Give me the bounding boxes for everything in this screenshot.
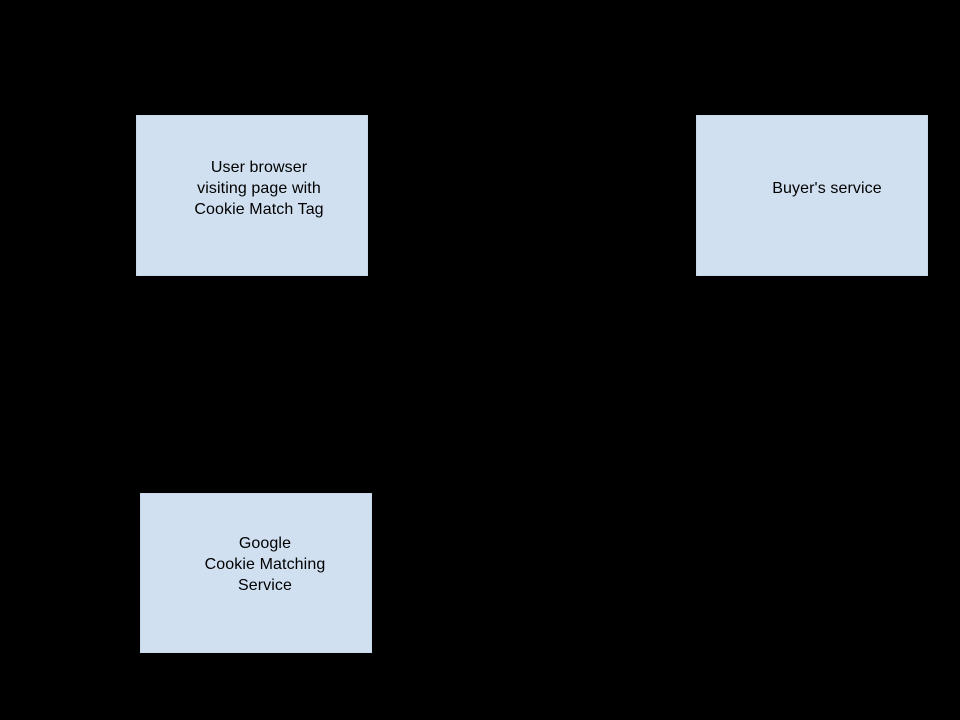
diagram-node-buyers-service[interactable]: Buyer's service xyxy=(696,115,928,276)
diagram-node-user-browser-label: User browser visiting page with Cookie M… xyxy=(194,159,324,218)
diagram-node-user-browser[interactable]: User browser visiting page with Cookie M… xyxy=(136,115,368,276)
diagram-node-google-cookie-matching[interactable]: Google Cookie Matching Service xyxy=(140,493,372,653)
diagram-node-buyers-service-label: Buyer's service xyxy=(772,180,882,197)
diagram-node-google-cookie-matching-label: Google Cookie Matching Service xyxy=(204,534,326,594)
